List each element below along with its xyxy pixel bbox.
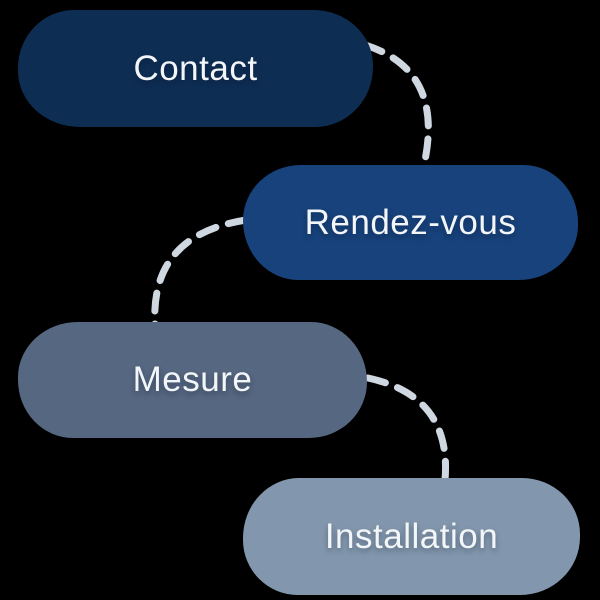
step-installation-label: Installation xyxy=(324,516,499,556)
step-mesure: Mesure xyxy=(18,322,367,438)
step-installation: Installation xyxy=(243,478,580,595)
step-mesure-label: Mesure xyxy=(132,360,253,399)
step-contact-label: Contact xyxy=(133,48,258,88)
step-rendez-vous: Rendez-vous xyxy=(243,165,578,280)
step-rendez-vous-label: Rendez-vous xyxy=(304,202,517,242)
step-contact: Contact xyxy=(18,10,373,127)
connector-rendezvous-to-mesure xyxy=(151,216,250,329)
connector-mesure-to-installation xyxy=(364,374,450,484)
connector-contact-to-rendezvous xyxy=(361,41,432,169)
